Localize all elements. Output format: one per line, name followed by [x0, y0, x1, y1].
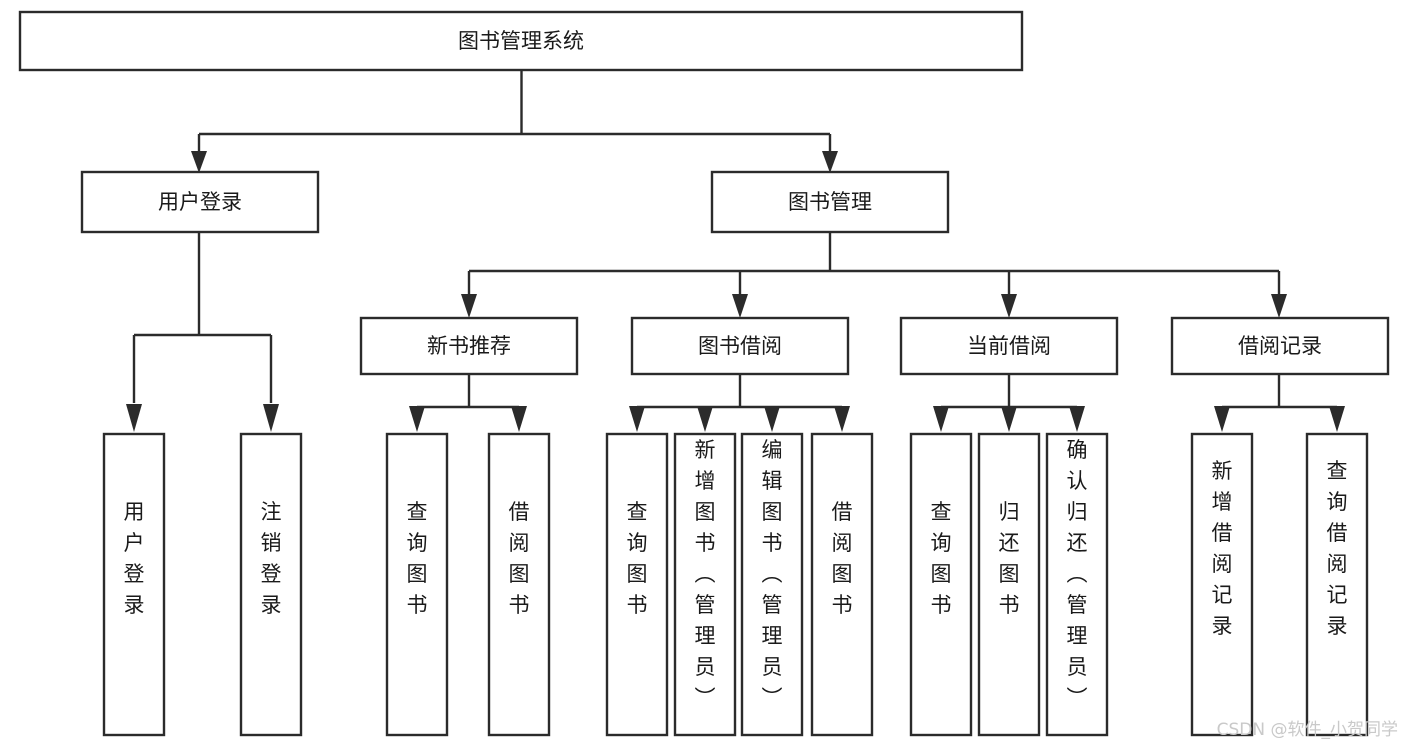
leaf-current-borrow-3[interactable]: 确认归还︵管理员︶: [1045, 432, 1109, 737]
arrow-leaf-current-borrow-1: [933, 406, 949, 432]
csdn-watermark: CSDN @软件_小贺同学: [1217, 720, 1398, 740]
leaf-user-login-2[interactable]: 注销登录: [239, 432, 303, 737]
leaf-book-borrow-1[interactable]: 查询图书: [605, 432, 669, 737]
leaf-current-borrow-2-label: 归还图书: [999, 500, 1020, 617]
node-current-borrow[interactable]: 当前借阅: [899, 316, 1119, 376]
leaf-current-borrow-1-label: 查询图书: [931, 500, 952, 617]
edges-layer: [126, 70, 1345, 432]
arrow-leaf-current-borrow-3: [1069, 406, 1085, 432]
node-book-management[interactable]: 图书管理: [710, 170, 950, 234]
node-book-borrow[interactable]: 图书借阅: [630, 316, 850, 376]
leaf-borrow-record-2[interactable]: 查询借阅记录: [1305, 432, 1369, 737]
arrow-leaf-new-book-1: [409, 406, 425, 432]
leaf-book-borrow-1-label: 查询图书: [627, 500, 648, 617]
leaf-borrow-record-1-label: 新增借阅记录: [1212, 459, 1233, 638]
leaf-new-book-1-label: 查询图书: [407, 500, 428, 617]
leaf-user-login-1-label: 用户登录: [124, 500, 145, 617]
leaf-new-book-2[interactable]: 借阅图书: [487, 432, 551, 737]
arrow-leaf-new-book-2: [511, 406, 527, 432]
leaf-book-borrow-4-label: 借阅图书: [832, 500, 853, 617]
arrow-current-borrow: [1001, 294, 1017, 318]
leaf-user-login-2-label: 注销登录: [261, 500, 282, 617]
node-borrow-record-label: 借阅记录: [1238, 334, 1322, 358]
arrow-leaf-borrow-record-2: [1329, 406, 1345, 432]
leaf-new-book-1[interactable]: 查询图书: [385, 432, 449, 737]
arrow-leaf-book-borrow-1: [629, 406, 645, 432]
leaf-book-borrow-4[interactable]: 借阅图书: [810, 432, 874, 737]
arrow-leaf-current-borrow-2: [1001, 406, 1017, 432]
leaf-borrow-record-1[interactable]: 新增借阅记录: [1190, 432, 1254, 737]
arrow-book-borrow: [732, 294, 748, 318]
node-root[interactable]: 图书管理系统: [18, 10, 1024, 72]
arrow-leaf-book-borrow-4: [834, 406, 850, 432]
leaf-current-borrow-2[interactable]: 归还图书: [977, 432, 1041, 737]
leaf-new-book-2-label: 借阅图书: [509, 500, 530, 617]
arrow-user-login: [191, 151, 207, 173]
arrow-leaf-book-borrow-3: [764, 406, 780, 432]
node-user-login-label: 用户登录: [158, 190, 242, 214]
arrow-leaf-user-login-1: [126, 404, 142, 432]
node-user-login[interactable]: 用户登录: [80, 170, 320, 234]
leaf-book-borrow-3-label: 编辑图书︵管理员︶: [762, 438, 783, 710]
leaf-user-login-1[interactable]: 用户登录: [102, 432, 166, 737]
arrow-new-book: [461, 294, 477, 318]
leaf-current-borrow-3-label: 确认归还︵管理员︶: [1067, 438, 1088, 710]
node-new-book-recommend-label: 新书推荐: [427, 334, 511, 358]
leaf-current-borrow-1[interactable]: 查询图书: [909, 432, 973, 737]
leaf-book-borrow-2-label: 新增图书︵管理员︶: [695, 438, 716, 710]
leaf-book-borrow-2[interactable]: 新增图书︵管理员︶: [673, 432, 737, 737]
node-new-book-recommend[interactable]: 新书推荐: [359, 316, 579, 376]
node-borrow-record[interactable]: 借阅记录: [1170, 316, 1390, 376]
node-root-label: 图书管理系统: [458, 29, 584, 53]
leaf-book-borrow-3[interactable]: 编辑图书︵管理员︶: [740, 432, 804, 737]
arrow-borrow-record: [1271, 294, 1287, 318]
leaf-borrow-record-2-label: 查询借阅记录: [1327, 459, 1348, 638]
node-book-management-label: 图书管理: [788, 190, 872, 214]
node-book-borrow-label: 图书借阅: [698, 334, 782, 358]
arrow-leaf-user-login-2: [263, 404, 279, 432]
node-current-borrow-label: 当前借阅: [967, 334, 1051, 358]
arrow-leaf-borrow-record-1: [1214, 406, 1230, 432]
arrow-book-mgmt: [822, 151, 838, 173]
arrow-leaf-book-borrow-2: [697, 406, 713, 432]
